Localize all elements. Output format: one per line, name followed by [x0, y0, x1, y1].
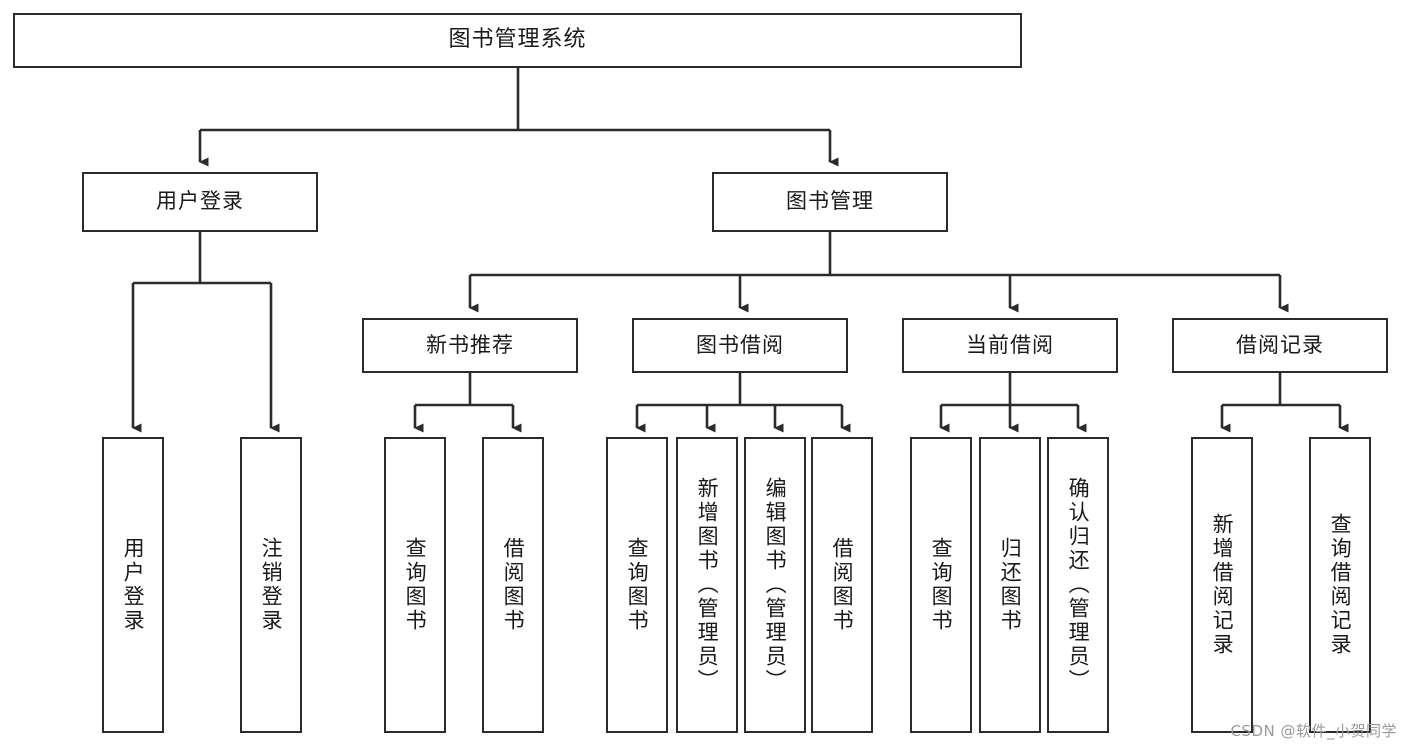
node-label: 借阅图书 [501, 537, 526, 633]
node-label: 当前借阅 [966, 332, 1054, 357]
node-label: 注销登录 [259, 537, 284, 633]
leaf-book-borrow-edit-book-admin[interactable]: 编辑图书（管理员） [744, 437, 806, 733]
node-label: 图书管理系统 [448, 27, 587, 53]
node-label: 查询借阅记录 [1328, 513, 1353, 657]
leaf-current-borrow-query-book[interactable]: 查询图书 [910, 437, 972, 733]
node-borrow-record[interactable]: 借阅记录 [1172, 318, 1388, 373]
leaf-book-borrow-borrow-book[interactable]: 借阅图书 [811, 437, 873, 733]
node-current-borrow[interactable]: 当前借阅 [902, 318, 1118, 373]
node-label: 查询图书 [625, 537, 650, 633]
leaf-user-login-login[interactable]: 用户登录 [102, 437, 164, 733]
leaf-new-book-query-book[interactable]: 查询图书 [384, 437, 446, 733]
node-label: 图书管理 [786, 189, 874, 214]
node-label: 借阅图书 [830, 537, 855, 633]
node-new-book-recommend[interactable]: 新书推荐 [362, 318, 578, 373]
leaf-new-book-borrow-book[interactable]: 借阅图书 [482, 437, 544, 733]
node-user-login[interactable]: 用户登录 [82, 172, 318, 232]
node-label: 查询图书 [929, 537, 954, 633]
watermark-text: CSDN @软件_小贺同学 [1230, 722, 1397, 740]
node-label: 编辑图书（管理员） [763, 477, 788, 693]
leaf-current-borrow-confirm-return-admin[interactable]: 确认归还（管理员） [1047, 437, 1109, 733]
node-label: 用户登录 [156, 189, 244, 214]
node-label: 用户登录 [121, 537, 146, 633]
node-label: 新书推荐 [426, 332, 514, 357]
leaf-book-borrow-query-book[interactable]: 查询图书 [606, 437, 668, 733]
leaf-borrow-record-query-record[interactable]: 查询借阅记录 [1309, 437, 1371, 733]
node-label: 借阅记录 [1236, 332, 1324, 357]
leaf-borrow-record-add-record[interactable]: 新增借阅记录 [1191, 437, 1253, 733]
node-book-borrow[interactable]: 图书借阅 [632, 318, 848, 373]
leaf-book-borrow-add-book-admin[interactable]: 新增图书（管理员） [676, 437, 738, 733]
leaf-current-borrow-return-book[interactable]: 归还图书 [979, 437, 1041, 733]
node-label: 新增借阅记录 [1210, 513, 1235, 657]
node-label: 查询图书 [403, 537, 428, 633]
node-label: 新增图书（管理员） [695, 477, 720, 693]
node-label: 图书借阅 [696, 332, 784, 357]
node-label: 确认归还（管理员） [1066, 477, 1091, 693]
leaf-user-login-logout[interactable]: 注销登录 [240, 437, 302, 733]
node-label: 归还图书 [998, 537, 1023, 633]
node-book-management[interactable]: 图书管理 [712, 172, 948, 232]
node-root-book-management-system[interactable]: 图书管理系统 [13, 13, 1022, 68]
